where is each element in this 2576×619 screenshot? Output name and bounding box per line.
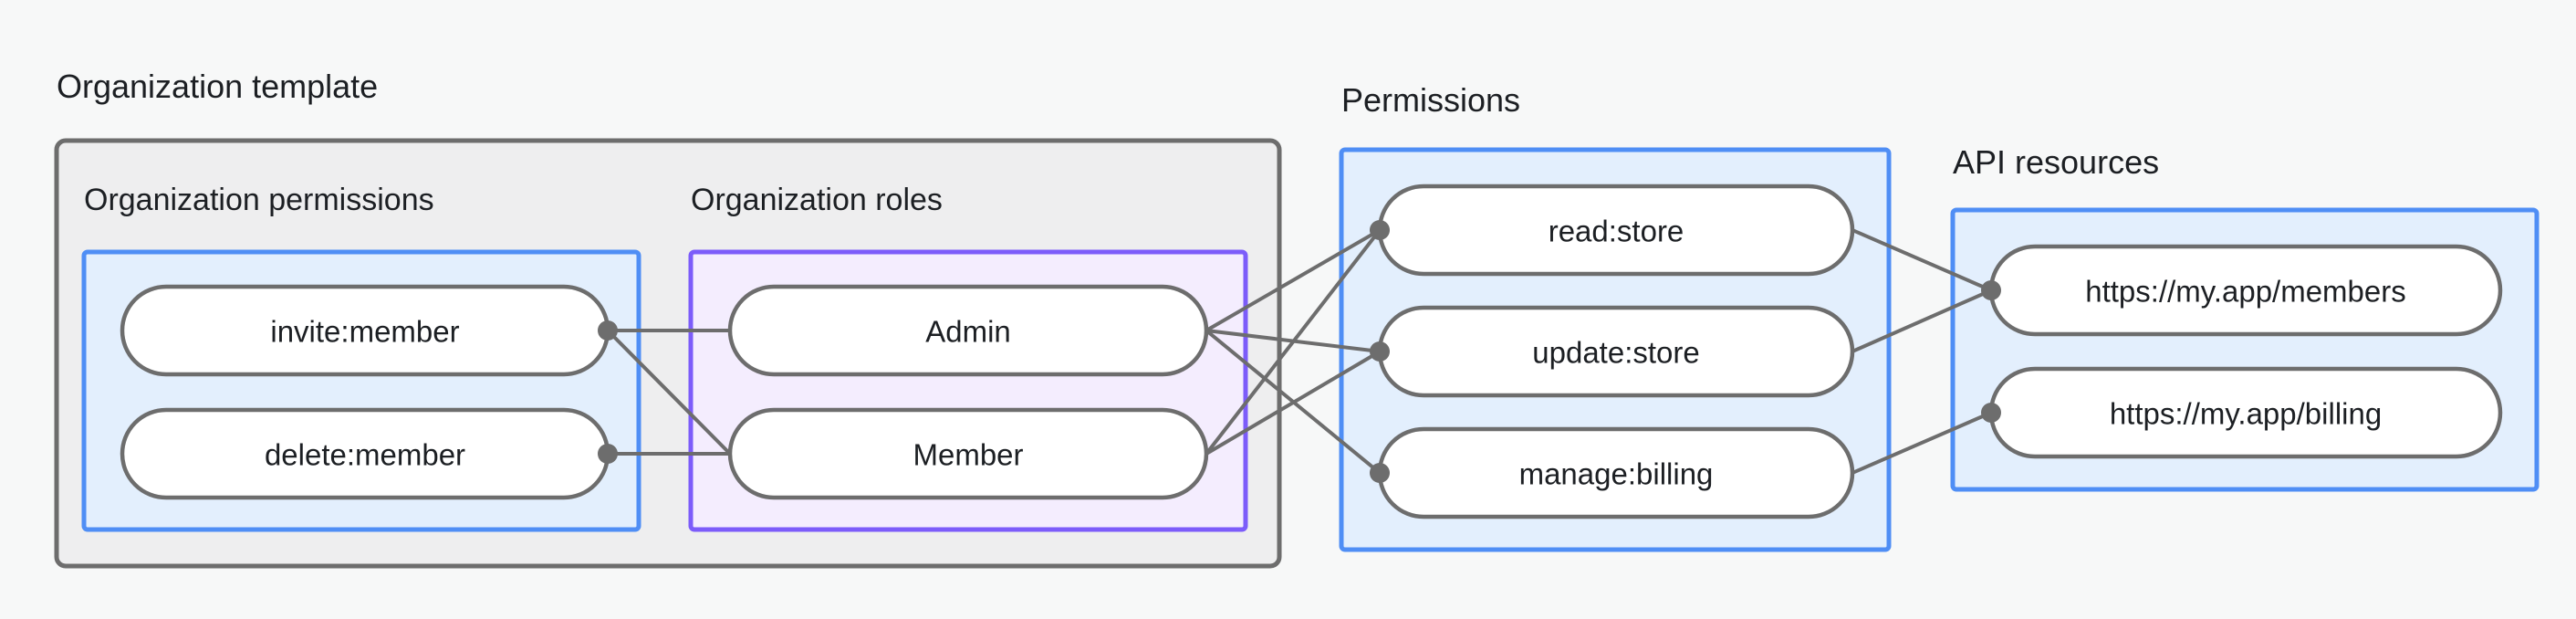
- port-layer: [598, 220, 2001, 483]
- edge-admin-to-read-store: [1205, 228, 1382, 332]
- organization-roles-title: Organization roles: [691, 183, 943, 217]
- port-manage-billing-in: [1370, 463, 1390, 483]
- node-manage-billing[interactable]: manage:billing: [1377, 426, 1855, 519]
- node-role-admin-label: Admin: [925, 315, 1011, 349]
- edge-invite-member-to-member: [606, 329, 732, 456]
- node-update-store-label: update:store: [1532, 336, 1699, 370]
- node-res-members-label: https://my.app/members: [2085, 275, 2406, 309]
- port-invite-member-out: [598, 320, 618, 341]
- node-delete-member-label: delete:member: [265, 438, 465, 472]
- node-role-member-label: Member: [913, 438, 1023, 472]
- node-delete-member[interactable]: delete:member: [120, 407, 610, 500]
- edge-update-store-to-members: [1851, 289, 1992, 353]
- edge-member-to-read-store: [1205, 228, 1382, 456]
- node-role-admin[interactable]: Admin: [727, 284, 1209, 377]
- node-role-member[interactable]: Member: [727, 407, 1209, 500]
- port-res-members-in: [1981, 280, 2001, 300]
- edge-read-store-to-members: [1851, 228, 1992, 292]
- node-invite-member-label: invite:member: [270, 315, 459, 349]
- edge-manage-billing-to-billing: [1851, 411, 1992, 475]
- organization-permissions-title: Organization permissions: [84, 183, 434, 217]
- permissions-title: Permissions: [1341, 81, 1520, 119]
- port-delete-member-out: [598, 444, 618, 464]
- api-resources-title: API resources: [1953, 143, 2159, 181]
- organization-template-title: Organization template: [57, 68, 378, 105]
- edge-member-to-update-store: [1205, 350, 1382, 456]
- node-res-billing[interactable]: https://my.app/billing: [1988, 366, 2503, 459]
- node-update-store[interactable]: update:store: [1377, 305, 1855, 398]
- node-manage-billing-label: manage:billing: [1519, 457, 1714, 491]
- node-res-billing-label: https://my.app/billing: [2110, 397, 2382, 431]
- port-update-store-in: [1370, 341, 1390, 362]
- node-res-members[interactable]: https://my.app/members: [1988, 244, 2503, 337]
- node-read-store[interactable]: read:store: [1377, 184, 1855, 277]
- port-read-store-in: [1370, 220, 1390, 240]
- node-read-store-label: read:store: [1549, 215, 1684, 248]
- edge-layer: [606, 228, 1992, 475]
- node-invite-member[interactable]: invite:member: [120, 284, 610, 377]
- port-res-billing-in: [1981, 403, 2001, 423]
